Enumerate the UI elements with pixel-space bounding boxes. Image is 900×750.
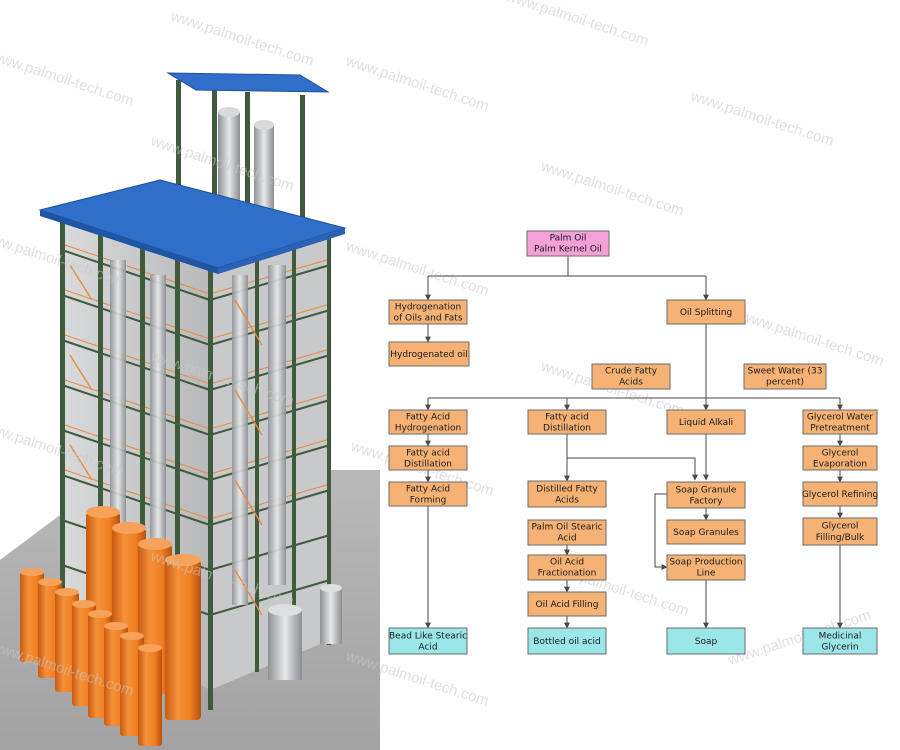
node-label: Evaporation — [813, 460, 867, 470]
node-label: Fatty Acid — [406, 413, 450, 423]
edge-palm-oil-hydrogenation — [428, 275, 706, 300]
node-label: Soap — [695, 637, 718, 647]
node-soap[interactable]: Soap — [666, 627, 746, 655]
node-fatty-acid-hydrogenation[interactable]: Fatty Acid Hydrogenation — [388, 409, 468, 435]
node-label: Distillation — [543, 424, 591, 434]
node-label: Distillation — [404, 460, 452, 470]
edge-soap-granule-production-line — [654, 493, 668, 570]
node-palm-oil[interactable]: Palm Oil Palm Kernel Oil — [526, 230, 610, 257]
node-label: Oil Acid — [550, 558, 584, 568]
node-label: Fractionation — [538, 569, 597, 579]
node-label: Liquid Alkali — [679, 418, 733, 428]
node-label: Oil Splitting — [680, 308, 732, 318]
node-label: Soap Production — [669, 558, 742, 568]
node-label: Sweet Water (33 — [748, 367, 823, 377]
watermark-text: www.palmoil-tech.com — [738, 307, 886, 370]
node-glycerol-filling[interactable]: Glycerol Filling/Bulk — [802, 517, 878, 546]
node-label: Glycerin — [821, 643, 858, 653]
node-label: Hydrogenation — [395, 303, 462, 313]
node-medicinal-glycerin[interactable]: Medicinal Glycerin — [802, 627, 878, 655]
node-label: Soap Granule — [676, 486, 737, 496]
node-label: Distilled Fatty — [536, 485, 598, 495]
watermark-text: www.palmoil-tech.com — [538, 157, 686, 220]
node-label: Factory — [690, 497, 724, 507]
node-distilled-fatty-acids[interactable]: Distilled Fatty Acids — [527, 480, 607, 508]
node-label: Glycerol Refining — [802, 490, 878, 500]
node-liquid-alkali[interactable]: Liquid Alkali — [666, 409, 746, 435]
node-label: Forming — [410, 496, 447, 506]
node-soap-production-line[interactable]: Soap Production Line — [666, 554, 746, 581]
node-label: Crude Fatty — [605, 367, 658, 377]
node-label: Oil Acid Filling — [536, 600, 599, 610]
node-label: Fatty Acid — [406, 485, 450, 495]
node-palm-oil-stearic-acid[interactable]: Palm Oil Stearic Acid — [527, 519, 607, 546]
node-label: Hydrogenated oil — [390, 350, 467, 360]
node-fatty-acid-forming[interactable]: Fatty Acid Forming — [388, 481, 468, 507]
node-label: Soap Granules — [673, 528, 739, 538]
node-label: Palm Oil — [550, 234, 587, 244]
node-label: Glycerol Water — [807, 413, 874, 423]
plant-illustration — [0, 72, 380, 750]
watermark-text: www.palmoil-tech.com — [168, 7, 316, 70]
node-hydrogenated-oil[interactable]: Hydrogenated oil — [388, 341, 470, 367]
node-label: Glycerol — [822, 522, 859, 532]
node-oil-acid-fractionation[interactable]: Oil Acid Fractionation — [527, 554, 607, 581]
node-label: Palm Kernel Oil — [534, 245, 602, 255]
node-label: Bead Like Stearic — [389, 632, 467, 642]
node-oil-acid-filling[interactable]: Oil Acid Filling — [527, 591, 607, 617]
node-soap-granules[interactable]: Soap Granules — [666, 519, 746, 545]
node-bead-like-stearic-acid[interactable]: Bead Like Stearic Acid — [388, 627, 468, 655]
node-label: Pretreatment — [810, 424, 870, 434]
orange-storage-tanks — [20, 506, 201, 746]
upper-roof — [166, 72, 330, 93]
node-label: Palm Oil Stearic — [531, 523, 602, 533]
node-bottled-oil-acid[interactable]: Bottled oil acid — [527, 627, 607, 655]
watermark-text: www.palmoil-tech.com — [688, 87, 836, 150]
node-label: Acids — [619, 378, 643, 388]
grey-tanks — [268, 584, 342, 680]
node-label: Bottled oil acid — [533, 637, 600, 647]
process-flowchart: Palm Oil Palm Kernel Oil Hydrogenation o… — [388, 230, 878, 655]
node-hydrogenation[interactable]: Hydrogenation of Oils and Fats — [388, 299, 468, 325]
node-soap-granule-factory[interactable]: Soap Granule Factory — [666, 481, 746, 509]
node-glycerol-evaporation[interactable]: Glycerol Evaporation — [802, 445, 878, 471]
node-glycerol-pretreatment[interactable]: Glycerol Water Pretreatment — [802, 409, 878, 435]
watermark-text: www.palmoil-tech.com — [343, 52, 491, 115]
node-sweet-water[interactable]: Sweet Water (33 percent) — [743, 363, 827, 390]
node-label: Fatty acid — [406, 449, 450, 459]
node-fatty-acid-distillation-2[interactable]: Fatty acid Distillation — [388, 445, 468, 471]
node-oil-splitting[interactable]: Oil Splitting — [666, 299, 746, 325]
watermark-text: www.palmoil-tech.com — [343, 237, 491, 300]
node-fatty-acid-distillation[interactable]: Fatty acid Distillation — [527, 409, 607, 435]
node-label: Filling/Bulk — [816, 533, 865, 543]
watermark-text: www.palmoil-tech.com — [503, 0, 651, 50]
node-label: Glycerol — [822, 449, 859, 459]
node-label: Hydrogenation — [395, 424, 462, 434]
node-label: of Oils and Fats — [393, 314, 462, 324]
edge-distillation-soap-granule — [567, 457, 698, 481]
node-label: Acid — [557, 534, 576, 544]
node-label: Fatty acid — [545, 413, 589, 423]
flow-edges — [428, 256, 843, 629]
watermark-text: www.palmoil-tech.com — [0, 47, 136, 110]
node-label: Line — [697, 569, 716, 579]
node-label: Medicinal — [819, 632, 862, 642]
node-label: percent) — [766, 378, 804, 388]
node-label: Acids — [555, 496, 579, 506]
node-crude-fatty-acids[interactable]: Crude Fatty Acids — [591, 363, 671, 390]
node-glycerol-refining[interactable]: Glycerol Refining — [802, 481, 878, 507]
node-label: Acid — [418, 643, 437, 653]
